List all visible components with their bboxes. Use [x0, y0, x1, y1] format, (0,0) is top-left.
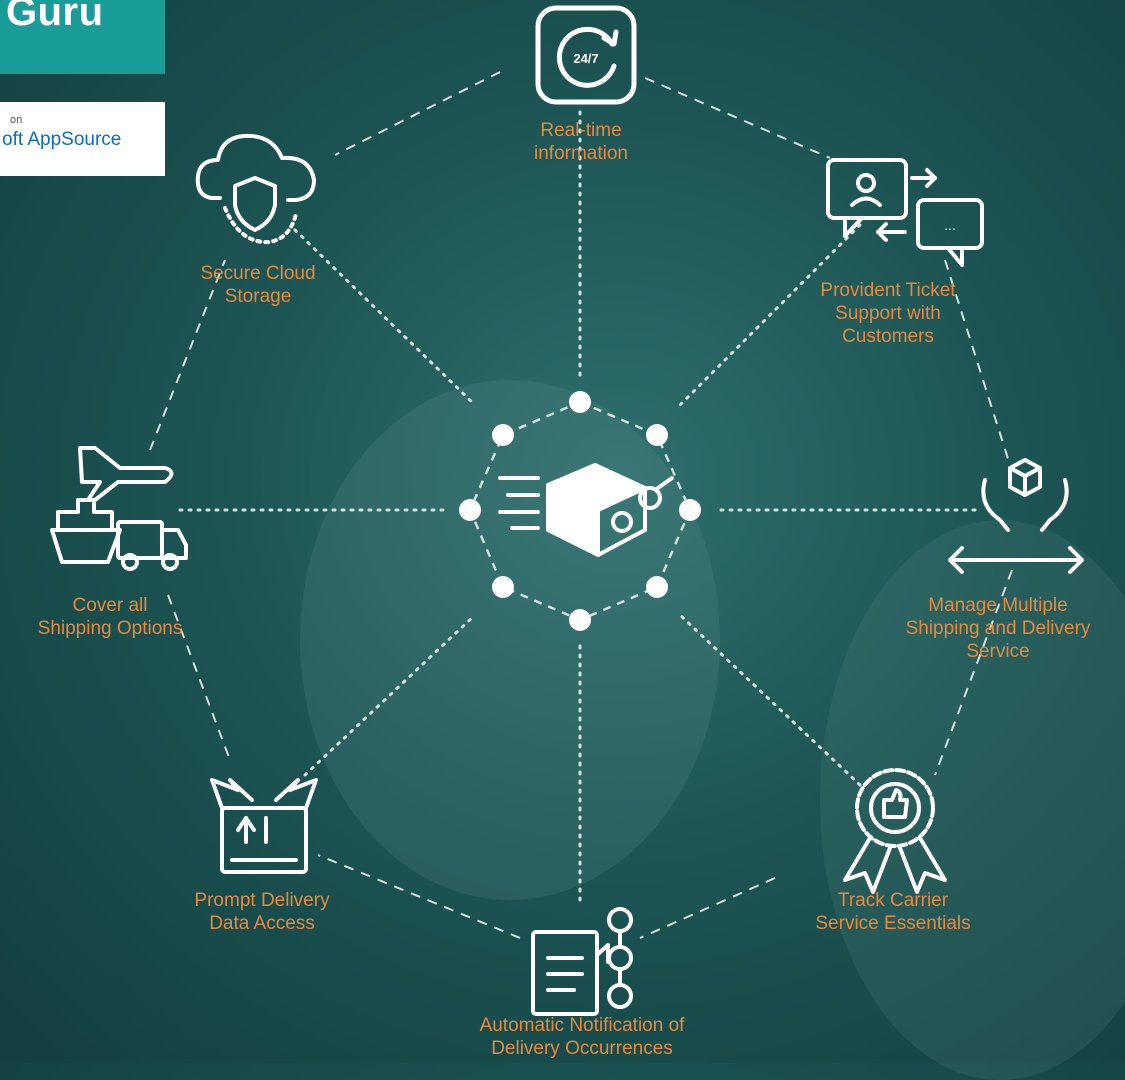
background-blob [300, 380, 720, 900]
label-line: Service [966, 640, 1030, 662]
octagon-node [646, 576, 668, 598]
outer-dashed-link [167, 594, 231, 761]
spoke-dotted-link [303, 613, 477, 777]
label-manage-multiple-shipping: Manage Multiple Shipping and Delivery Se… [906, 595, 1091, 663]
shipping-modes-icon [50, 446, 188, 571]
winged-package-icon [210, 778, 318, 874]
award-badge-icon [843, 768, 947, 894]
label-line: Shipping and Delivery [905, 617, 1091, 639]
notification-document-icon [531, 907, 633, 1016]
brand-title: Guru [6, 0, 104, 34]
label-line: Real-time [540, 120, 622, 141]
octagon-node [459, 499, 481, 521]
label-line: Support with [835, 302, 941, 324]
outer-dashed-link [934, 569, 1013, 776]
octagon-node [492, 576, 514, 598]
octagon-node [569, 391, 591, 413]
secure-cloud-icon [195, 133, 316, 245]
label-line: information [534, 142, 628, 164]
label-secure-cloud-storage: Secure Cloud Storage [200, 263, 315, 309]
label-real-time-information: Real-time information [534, 120, 628, 166]
badge-line2: oft AppSource [2, 129, 122, 150]
label-provident-ticket-support: Provident Ticket Support with Customers [820, 280, 955, 348]
label-automatic-notification: Automatic Notification of Delivery Occur… [480, 1015, 685, 1061]
outer-dashed-link [149, 259, 226, 451]
label-track-carrier-service: Track Carrier Service Essentials [815, 890, 970, 936]
label-line: Prompt Delivery [194, 890, 330, 911]
octagon-node [646, 424, 668, 446]
octagon-node [569, 609, 591, 631]
support-chat-icon [826, 158, 984, 267]
appsource-badge[interactable]: on oft AppSource [0, 102, 165, 176]
label-line: Customers [842, 325, 934, 347]
label-line: Delivery Occurrences [491, 1037, 673, 1059]
spoke-dotted-link [678, 223, 862, 407]
label-line: Cover all [72, 595, 148, 616]
label-prompt-delivery-data: Prompt Delivery Data Access [194, 890, 329, 936]
badge-line1: on [10, 114, 23, 126]
label-line: Track Carrier [837, 890, 949, 911]
label-line: Secure Cloud [200, 263, 316, 284]
label-line: Service Essentials [815, 912, 971, 934]
outer-dashed-link [644, 77, 831, 159]
clock-24-7-icon [535, 5, 637, 105]
label-line: Provident Ticket [820, 280, 956, 301]
octagon-node [492, 424, 514, 446]
label-line: Manage Multiple [928, 595, 1068, 616]
brand-banner: Guru [0, 0, 165, 74]
label-line: Data Access [209, 912, 315, 934]
outer-dashed-link [639, 877, 776, 939]
label-line: Automatic Notification of [479, 1015, 685, 1036]
fast-box-gears-icon [498, 463, 674, 557]
hands-box-icon [948, 458, 1084, 574]
label-cover-all-shipping: Cover all Shipping Options [38, 595, 183, 641]
octagon-node [679, 499, 701, 521]
spoke-dotted-link [678, 613, 862, 787]
label-line: Shipping Options [37, 617, 183, 639]
outer-dashed-link [334, 71, 501, 156]
label-line: Storage [224, 285, 292, 307]
spoke-dotted-link [293, 228, 477, 407]
chat-dots: ... [944, 217, 956, 233]
clock-24-7-text: 24/7 [573, 51, 598, 66]
outer-dashed-link [317, 854, 521, 939]
